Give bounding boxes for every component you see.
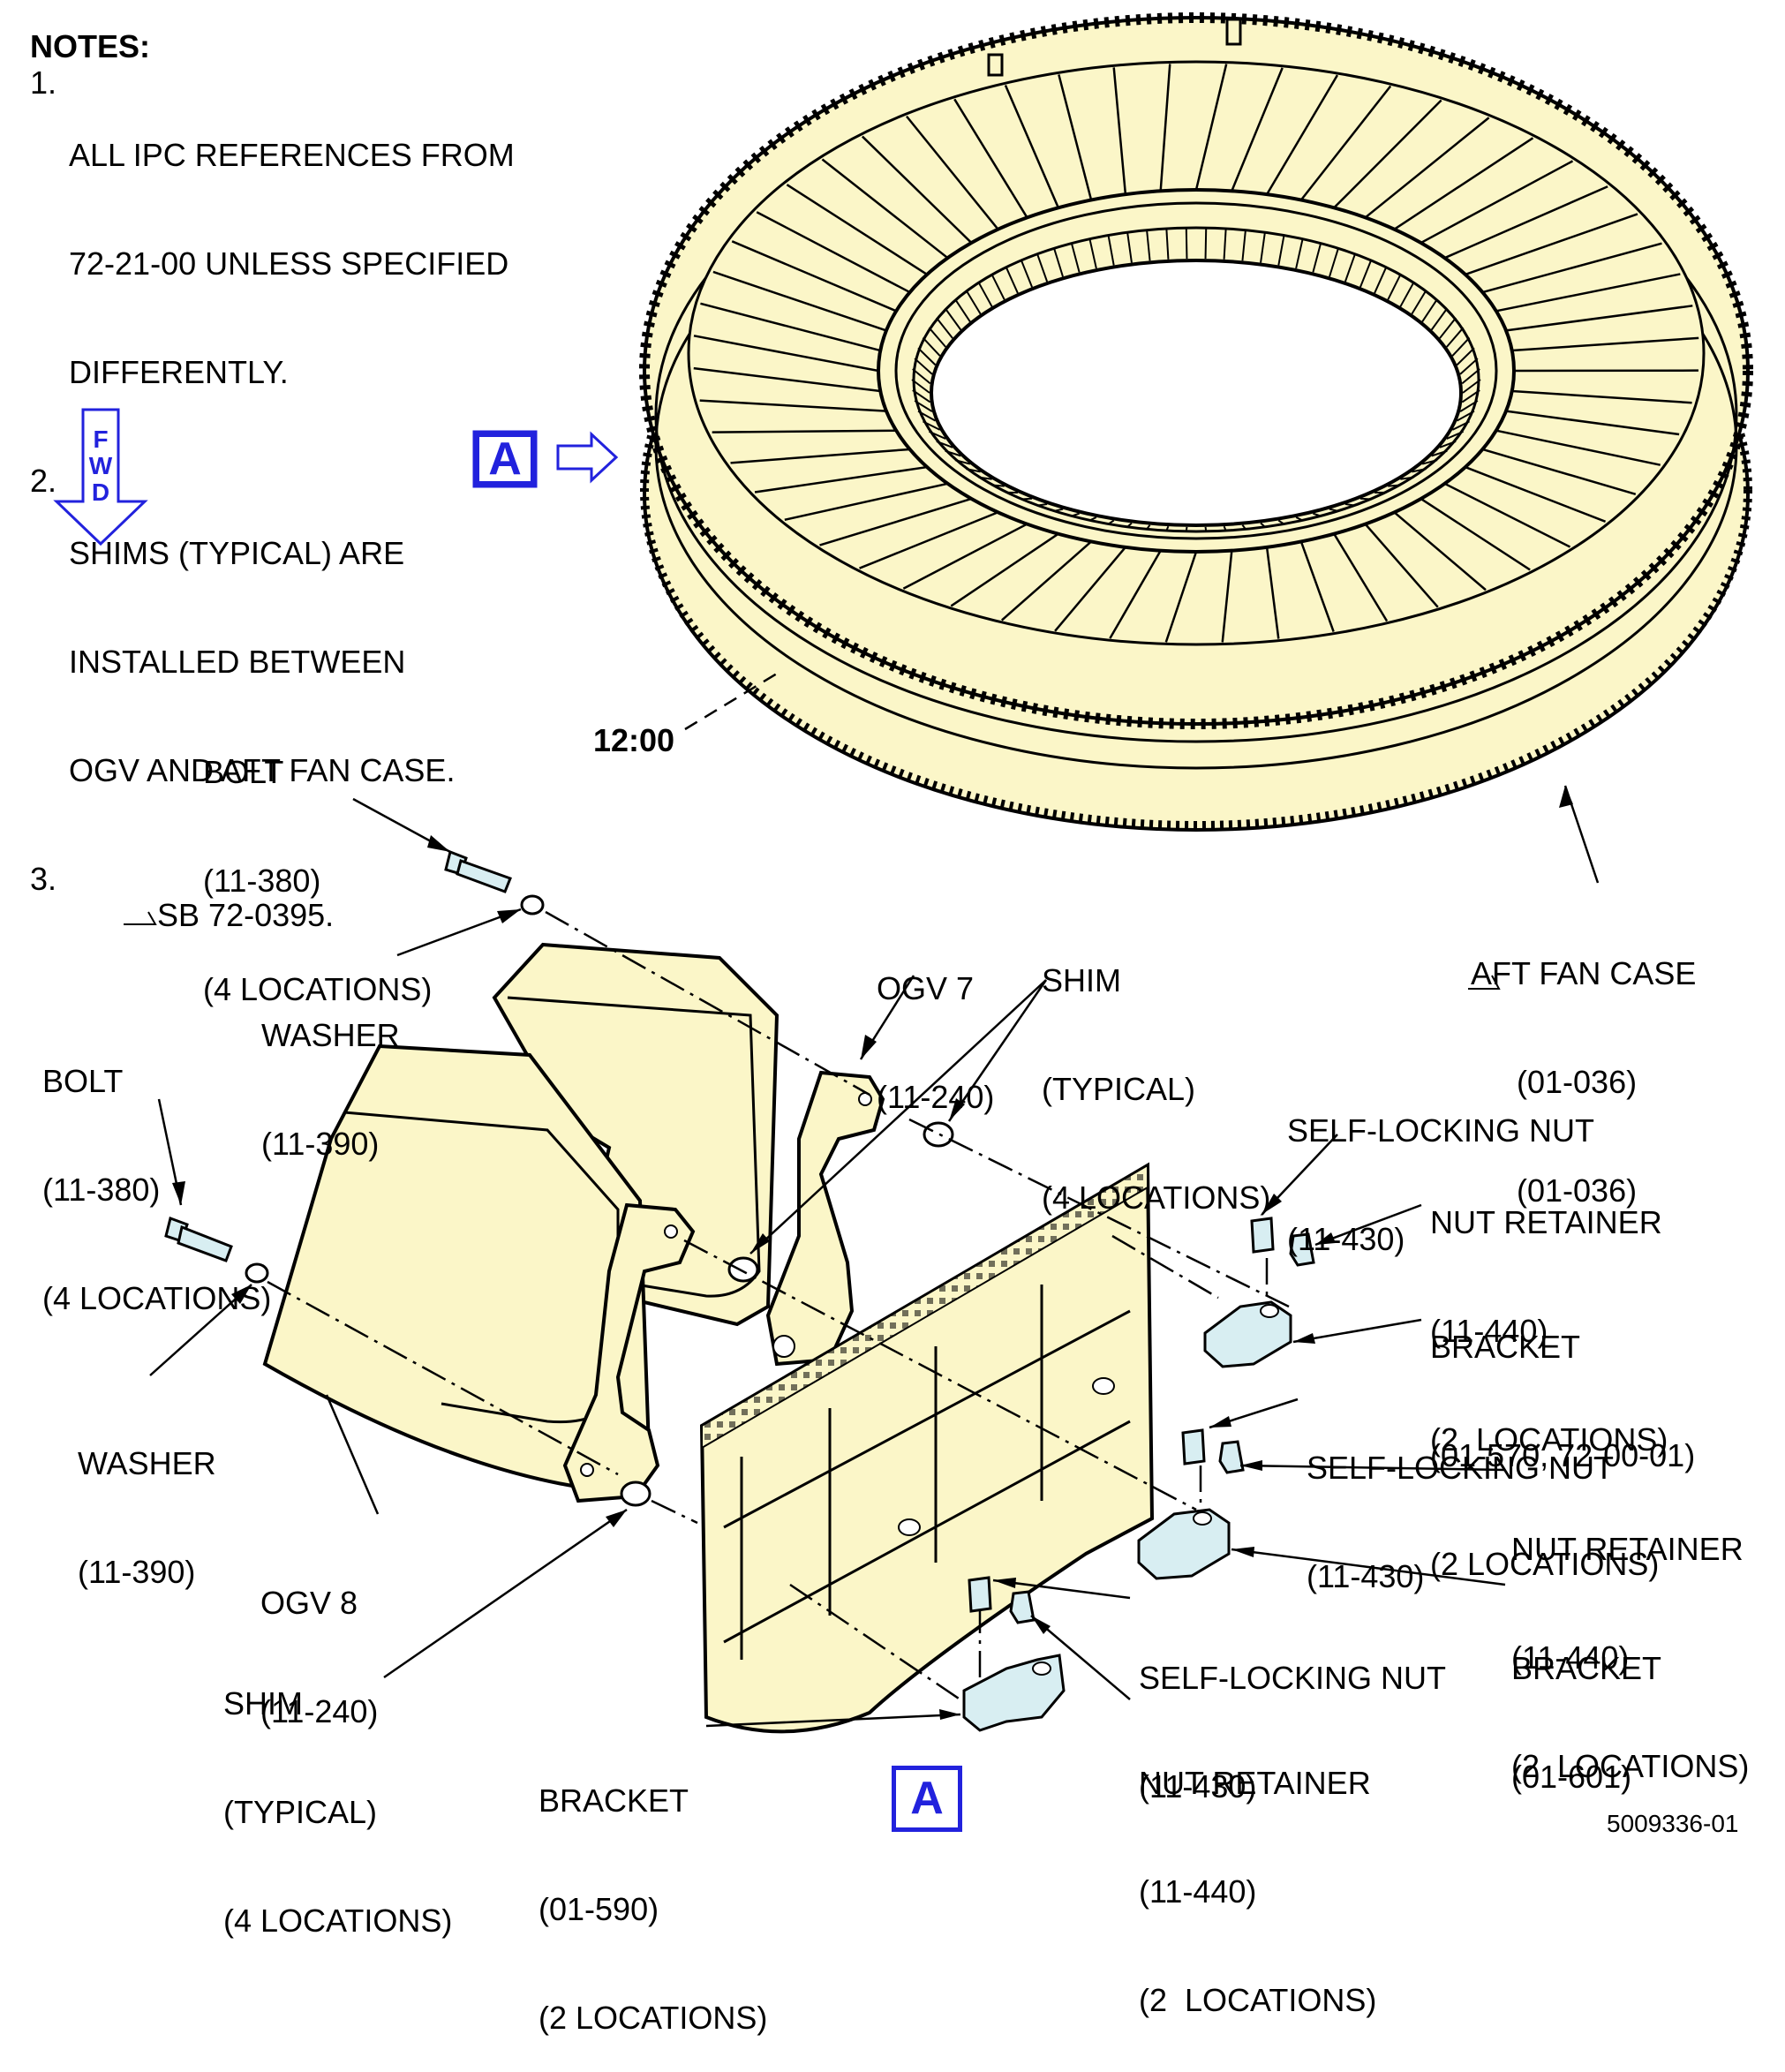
label-ogv-7: OGV 7 (11-240) bbox=[877, 898, 994, 1151]
aft-fan-case bbox=[644, 18, 1748, 830]
label-shim-top: SHIM (TYPICAL) (4 LOCATIONS) bbox=[1042, 890, 1270, 1252]
view-a-title: A bbox=[892, 1766, 962, 1832]
label-bracket-2: BRACKET (01-601) bbox=[1511, 1578, 1661, 1831]
view-a-marker-top[interactable]: A bbox=[475, 433, 535, 486]
label-shim-bottom: SHIM (TYPICAL) (4 LOCATIONS) bbox=[223, 1613, 452, 1975]
label-bracket-3: BRACKET (01-590) (2 LOCATIONS) bbox=[539, 1710, 767, 2072]
view-a-arrow-icon bbox=[558, 434, 616, 480]
figure-number: 5009336-01 bbox=[1607, 1810, 1738, 1838]
bolt-top bbox=[446, 852, 510, 892]
washer-top bbox=[522, 896, 543, 914]
label-washer-left: WASHER (11-390) bbox=[78, 1373, 216, 1626]
shim-lower bbox=[621, 1482, 650, 1505]
label-nut-retainer-3: NUT RETAINER (11-440) (2 LOCATIONS) bbox=[1139, 1692, 1376, 2054]
label-washer-top: WASHER (11-390) bbox=[261, 945, 400, 1198]
hardware-set-2 bbox=[1139, 1430, 1243, 1578]
clock-position-label: 12:00 bbox=[593, 722, 674, 758]
label-bolt-left: BOLT (11-380) (4 LOCATIONS) bbox=[42, 991, 271, 1352]
